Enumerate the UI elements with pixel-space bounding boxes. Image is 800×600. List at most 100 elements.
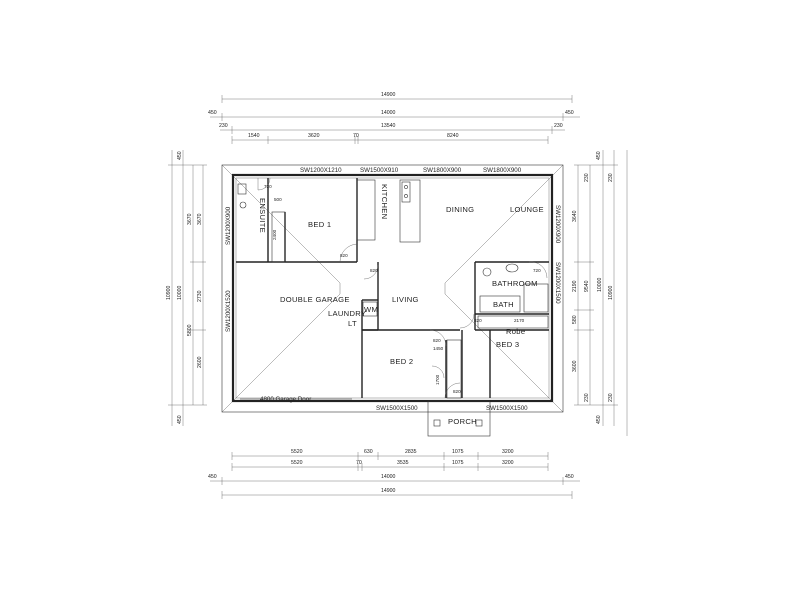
- bathroom-shower: [523, 283, 549, 313]
- small-notes: 720 500 2400 820 820 720 2170 820 820 14…: [264, 184, 541, 394]
- window-top-2: SW1500X910: [360, 167, 399, 174]
- bathroom-toilet: [482, 267, 492, 277]
- ensuite-basin: [239, 201, 247, 209]
- dim-top-seg1: 1540: [248, 133, 260, 139]
- window-left-1: SW1200X900: [225, 206, 232, 245]
- external-walls: [231, 173, 554, 403]
- dim-right-seg-d: 10000: [597, 277, 603, 292]
- dim-top-seg2: 3620: [308, 133, 320, 139]
- dim-bottom-overhang-left: 450: [208, 474, 217, 480]
- dim-bottom-overall: 14900: [381, 488, 396, 494]
- dim-right-bot-b: 450: [596, 415, 602, 424]
- washing-machine: [362, 301, 378, 317]
- dim-right-top-b: 450: [596, 151, 602, 160]
- dim-bottom-r1-a: 5520: [291, 449, 303, 455]
- cooktop-icon: [401, 181, 411, 203]
- bottom-dimensions: 5520 630 2835 1075 3200 5520 70 3535 107…: [208, 449, 580, 499]
- windows: SW1200X1210 SW1500X910 SW1800X900 SW1800…: [225, 167, 561, 412]
- room-labels: ENSUITE BED 1 KITCHEN DINING LOUNGE DOUB…: [258, 184, 544, 426]
- room-bed3: BED 3: [496, 340, 519, 349]
- window-left-2: SW1200X1520: [225, 290, 232, 332]
- dim-left-seg-d: 3670: [197, 213, 203, 225]
- room-bed2: BED 2: [390, 357, 413, 366]
- note-500: 500: [274, 197, 282, 202]
- dim-left-top-overhang: 450: [177, 151, 183, 160]
- window-top-1: SW1200X1210: [300, 167, 342, 174]
- note-820b: 820: [370, 268, 378, 273]
- note-1450: 1450: [433, 346, 444, 351]
- doors: [257, 177, 548, 399]
- dim-right-top-c: 230: [608, 173, 614, 182]
- room-lounge: LOUNGE: [510, 205, 544, 214]
- room-robe: Robe: [506, 327, 525, 336]
- dim-left-overall: 10000: [177, 285, 183, 300]
- dim-bottom-r2-a: 5520: [291, 460, 303, 466]
- room-double-garage: DOUBLE GARAGE: [280, 295, 350, 304]
- dim-right-outer: 10900: [608, 285, 614, 300]
- dim-top-overhang-left: 450: [208, 110, 217, 116]
- roof-outline: [221, 164, 564, 413]
- dim-right-bot-a: 230: [584, 393, 590, 402]
- dim-top-mid-overall: 14000: [381, 110, 396, 116]
- bed2-robe: [446, 339, 462, 399]
- note-820a: 820: [340, 253, 348, 258]
- dim-right-seg-f: 3600: [572, 360, 578, 372]
- room-bathroom: BATHROOM: [492, 279, 538, 288]
- room-bed1: BED 1: [308, 220, 331, 229]
- dim-right-seg-c: 9540: [584, 280, 590, 292]
- room-kitchen: KITCHEN: [380, 184, 389, 219]
- dim-bottom-mid-overall: 14000: [381, 474, 396, 480]
- room-dining: DINING: [446, 205, 474, 214]
- dim-top-inner: 13540: [381, 123, 396, 129]
- dim-bottom-r1-c: 2835: [405, 449, 417, 455]
- window-bottom-2: SW1500X1500: [486, 405, 528, 412]
- dim-bottom-r1-e: 3200: [502, 449, 514, 455]
- dim-left-seg-b: 2730: [197, 290, 203, 302]
- robe-unit: [477, 315, 549, 329]
- room-porch: PORCH: [448, 417, 477, 426]
- fixtures: [237, 181, 549, 437]
- left-dimensions: 450 10900 10000 3670 2730 5800 3670 2600…: [166, 150, 207, 426]
- porch-outline: [427, 400, 491, 437]
- note-1700: 1700: [435, 374, 440, 385]
- window-right-2: SW1200X1500: [554, 262, 561, 304]
- top-dimensions: 14900 450 14000 450 230 13540 230 1540 3…: [208, 92, 580, 144]
- dim-bottom-r2-c: 3535: [397, 460, 409, 466]
- dim-bottom-r1-b: 630: [364, 449, 373, 455]
- dim-top-inner-right: 230: [554, 123, 563, 129]
- dim-left-seg-e: 2600: [197, 356, 203, 368]
- room-lt: LT: [348, 319, 357, 328]
- window-top-3: SW1800X900: [423, 167, 462, 174]
- right-dimensions: 230 450 230 3640 2190 9540 10000 10900 5…: [572, 150, 628, 436]
- dim-bottom-overhang-right: 450: [565, 474, 574, 480]
- window-top-4: SW1800X900: [483, 167, 522, 174]
- room-ensuite: ENSUITE: [258, 198, 267, 233]
- note-820e: 820: [453, 389, 461, 394]
- dim-top-inner-left: 230: [219, 123, 228, 129]
- note-720b: 720: [533, 268, 541, 273]
- room-living: LIVING: [392, 295, 419, 304]
- note-820d: 820: [433, 338, 441, 343]
- dim-top-overall: 14900: [381, 92, 396, 98]
- dim-right-seg-a: 3640: [572, 210, 578, 222]
- ensuite-toilet: [237, 183, 247, 195]
- dim-bottom-r2-b: 70: [356, 460, 362, 466]
- note-720a: 720: [264, 184, 272, 189]
- dim-right-seg-e: 580: [572, 315, 578, 324]
- window-bottom-1: SW1500X1500: [376, 405, 418, 412]
- bath-tub: [479, 295, 521, 313]
- note-2170: 2170: [514, 318, 525, 323]
- dim-top-seg3: 70: [353, 133, 359, 139]
- room-bath: BATH: [493, 300, 514, 309]
- note-820c: 820: [474, 318, 482, 323]
- dim-top-overhang-right: 450: [565, 110, 574, 116]
- porch-post-left: [433, 419, 441, 427]
- dim-right-seg-b: 2190: [572, 280, 578, 292]
- dim-left-seg-a: 3670: [187, 213, 193, 225]
- dim-bottom-r2-d: 1075: [452, 460, 464, 466]
- dim-top-seg4: 8240: [447, 133, 459, 139]
- dim-bottom-r1-d: 1075: [452, 449, 464, 455]
- window-right-1: SW1200X900: [554, 205, 561, 244]
- dim-left-bottom-overhang: 450: [177, 415, 183, 424]
